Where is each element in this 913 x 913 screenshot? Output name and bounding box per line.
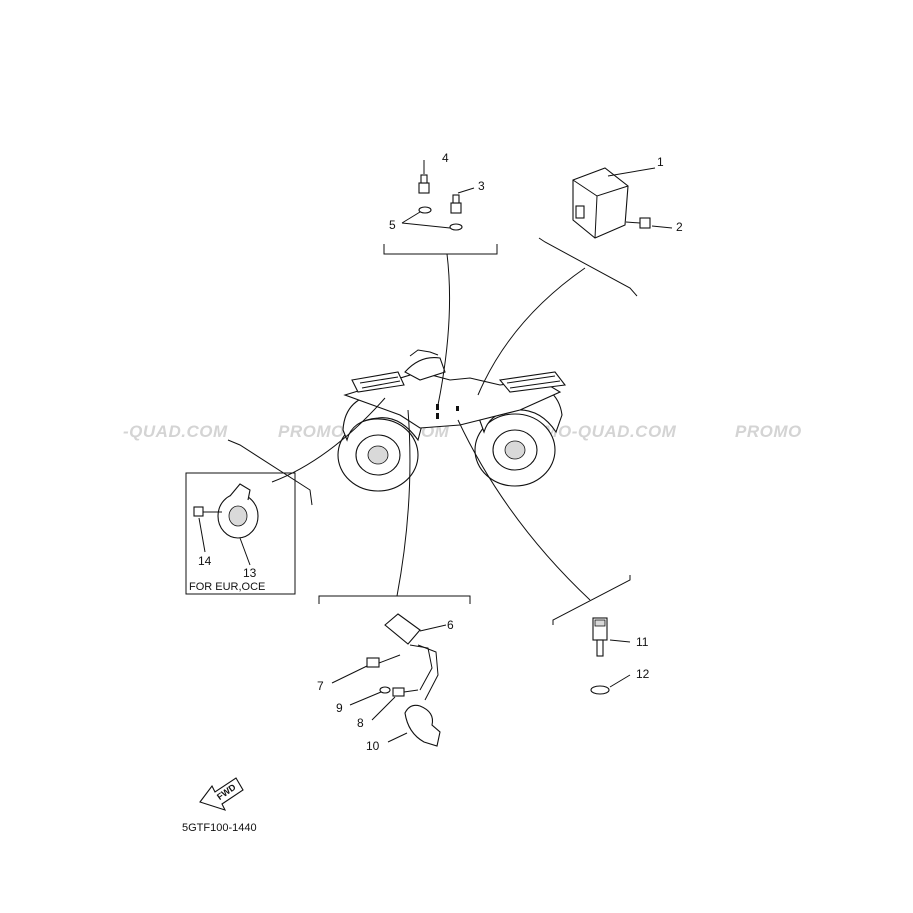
bolt-group-top: 4 3 5 [383,151,498,406]
callout-13: 13 [243,566,257,580]
horn-box-label: FOR EUR,OCE [189,581,265,593]
callout-5: 5 [389,218,396,232]
callout-12: 12 [636,667,650,681]
callout-1: 1 [657,155,664,169]
sensor-group-bottom: 6 7 9 8 10 [317,409,471,753]
callout-10: 10 [366,739,380,753]
callout-6: 6 [447,618,454,632]
callout-7: 7 [317,679,324,693]
fwd-arrow: FWD [199,777,244,811]
callout-11: 11 [636,635,649,649]
horn-group: 14 13 FOR EUR,OCE [185,397,386,595]
diagram-reference-number: 5GTF100-1440 [182,822,257,834]
sensor-group-right: 11 12 [457,419,650,695]
callout-4: 4 [442,151,449,165]
callout-8: 8 [357,716,364,730]
callout-3: 3 [478,179,485,193]
callout-9: 9 [336,701,343,715]
watermark-text-1: -QUAD.COM [123,422,228,441]
control-unit-group: 1 2 [477,155,683,396]
callout-14: 14 [198,554,212,568]
callout-2: 2 [676,220,683,234]
atv-illustration [337,349,567,492]
watermark-text-4: PROMO [735,422,802,441]
horn-inset-box [185,472,296,595]
